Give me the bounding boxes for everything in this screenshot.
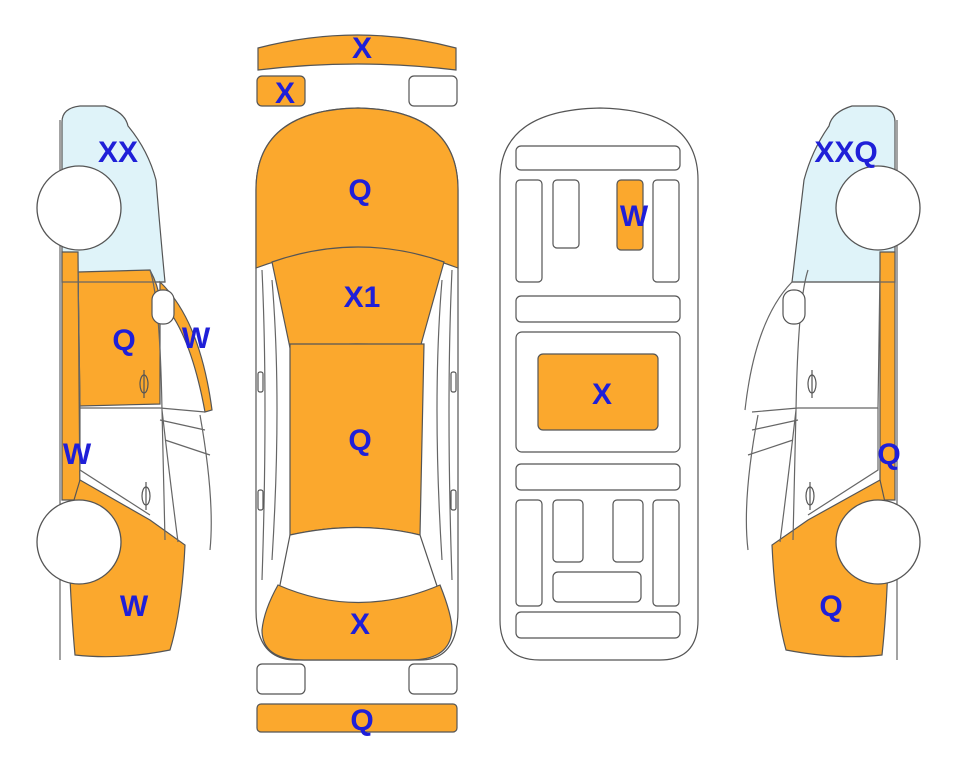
label-left-window: XX — [98, 136, 138, 169]
top-side-lines — [261, 269, 453, 581]
floor-top-bar — [515, 145, 681, 171]
label-right-rocker: Q — [877, 438, 900, 471]
left-front-wheel — [36, 165, 122, 251]
floor-right-rail-1 — [652, 179, 680, 283]
front-bumper-strip — [257, 34, 457, 71]
label-floor-center-panel: X — [592, 378, 612, 411]
floor-right-rail-2 — [652, 499, 680, 607]
label-rear-bumper: Q — [350, 704, 373, 737]
label-right-window: XXQ — [814, 136, 877, 169]
label-left-rocker: W — [63, 438, 92, 471]
top-left-handle-mark — [257, 489, 264, 511]
top-right-mirror-mark — [450, 371, 457, 393]
floor-slot-3 — [612, 499, 644, 563]
label-trunk: X — [350, 608, 370, 641]
right-mirror — [782, 289, 806, 325]
right-door-handle-rear — [805, 482, 815, 510]
left-door-lines — [79, 408, 212, 551]
label-floor-small-panel: W — [620, 200, 649, 233]
label-left-front-door: Q — [112, 324, 135, 357]
floor-small-panel — [616, 179, 644, 251]
floor-mid-bar-1 — [515, 295, 681, 323]
floor-slot-1 — [552, 179, 580, 249]
top-right-small-panel — [408, 75, 458, 107]
label-windshield: X1 — [344, 281, 381, 314]
floor-left-rail-1 — [515, 179, 543, 283]
rear-right-small-panel — [408, 663, 458, 695]
label-top-left-small: X — [275, 77, 295, 110]
floor-center-panel — [537, 353, 659, 431]
label-front-bumper: X — [352, 32, 372, 65]
top-left-small-panel — [256, 75, 306, 107]
left-door-handle-rear — [141, 482, 151, 510]
top-left-mirror-mark — [257, 371, 264, 393]
left-mirror — [151, 289, 175, 325]
top-view: X X Q X1 Q X Q — [255, 32, 459, 737]
right-rear-wheel — [835, 499, 921, 585]
label-left-a-pillar: W — [182, 322, 211, 355]
label-hood: Q — [348, 174, 371, 207]
floor-bottom-bar-1 — [552, 571, 642, 603]
label-roof: Q — [348, 424, 371, 457]
rear-bumper-strip — [256, 703, 458, 733]
floor-mid-bar-2 — [515, 463, 681, 491]
floor-view: W X — [499, 107, 699, 661]
floor-left-rail-2 — [515, 499, 543, 607]
right-side-view: XXQ Q Q — [744, 105, 921, 660]
trunk-panel — [261, 584, 453, 661]
label-right-rear-fender: Q — [819, 590, 842, 623]
rear-left-small-panel — [256, 663, 306, 695]
floor-bottom-bar-2 — [515, 611, 681, 639]
right-door-handle-front — [807, 370, 817, 398]
top-right-handle-mark — [450, 489, 457, 511]
floor-slot-2 — [552, 499, 584, 563]
label-left-rear-fender: W — [120, 590, 149, 623]
left-rear-wheel — [36, 499, 122, 585]
left-side-view: XX Q W W W — [36, 105, 213, 660]
right-door-lines — [744, 281, 879, 551]
left-door-handle-front — [139, 370, 149, 398]
right-front-wheel — [835, 165, 921, 251]
right-rocker-panel — [879, 251, 896, 501]
